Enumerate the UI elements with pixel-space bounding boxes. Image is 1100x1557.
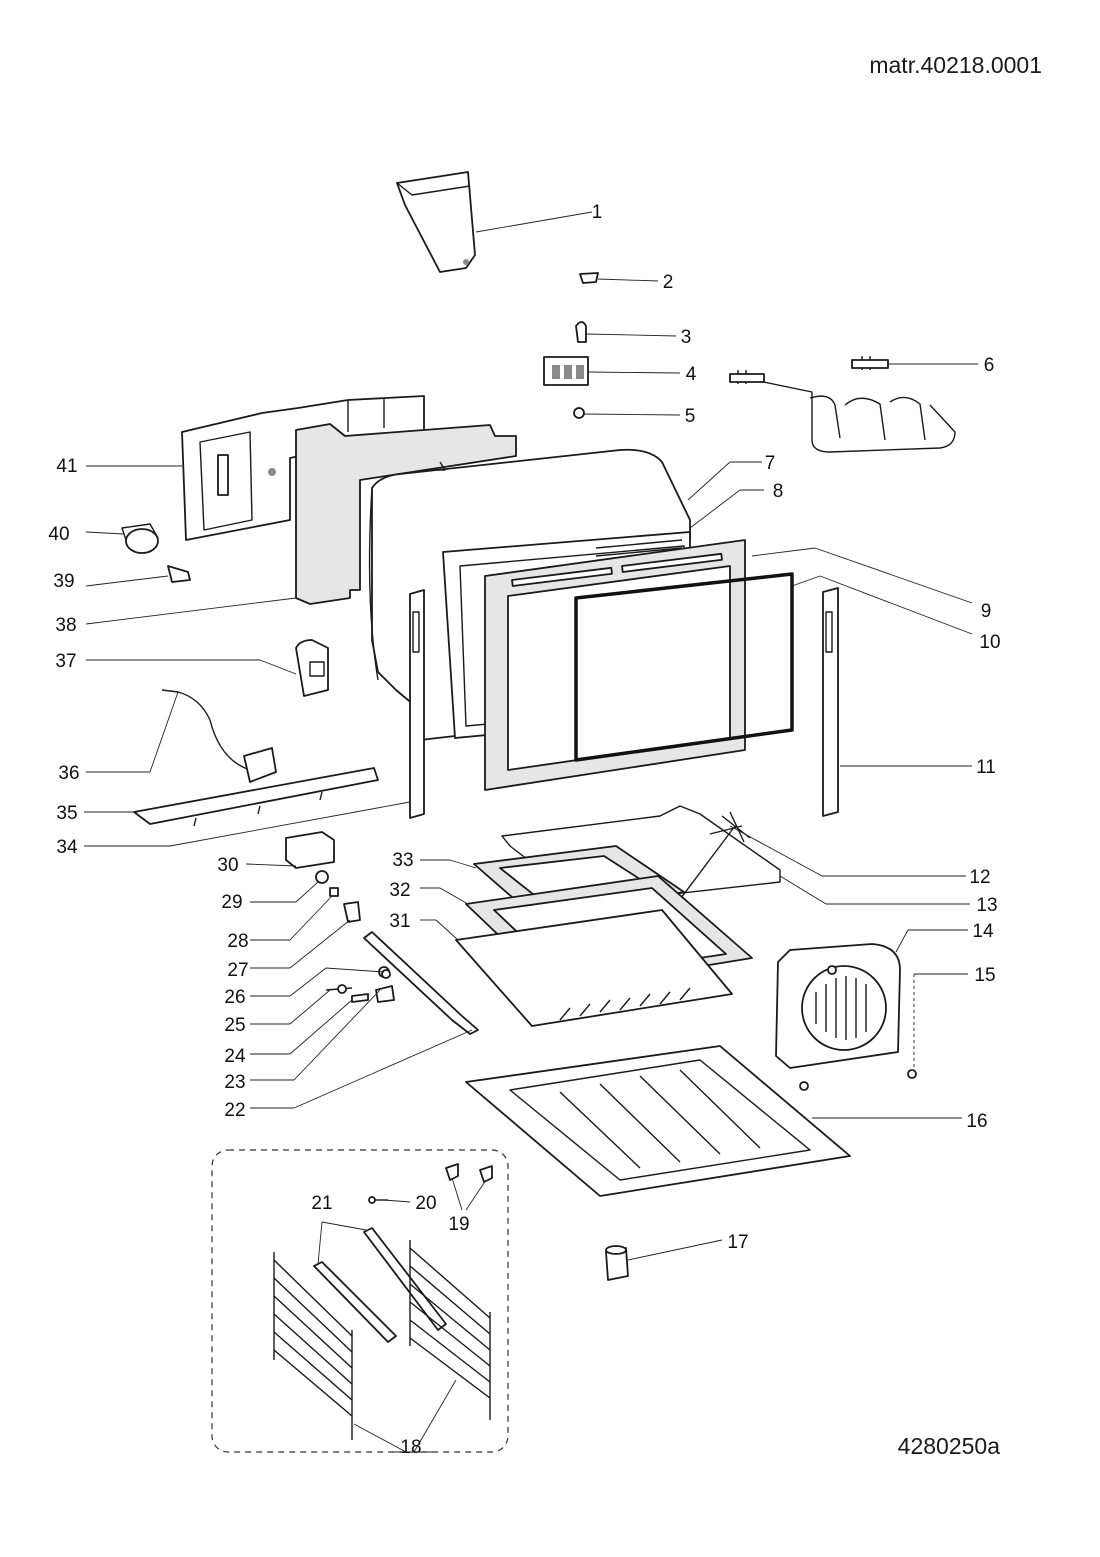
callout-40: 40 <box>48 524 69 545</box>
part-26-spark-plug <box>381 969 391 979</box>
callout-37: 37 <box>55 651 76 672</box>
part-40-thermostat <box>121 523 159 554</box>
part-9-door-frame <box>484 539 746 791</box>
callout-6: 6 <box>984 355 995 376</box>
callout-8: 8 <box>773 481 784 502</box>
part-22-burner <box>363 931 479 1035</box>
callout-30: 30 <box>217 855 238 876</box>
part-39-connector <box>167 565 191 583</box>
part-29-nut <box>315 870 329 884</box>
callout-39: 39 <box>53 571 74 592</box>
callout-17: 17 <box>727 1232 748 1253</box>
callout-10: 10 <box>979 632 1000 653</box>
callout-4: 4 <box>686 364 697 385</box>
callout-33: 33 <box>392 850 413 871</box>
callout-24: 24 <box>224 1046 246 1067</box>
part-38-insulation <box>295 423 517 605</box>
part-10-door-gasket <box>574 572 794 762</box>
part-28-nozzle <box>329 887 339 897</box>
part-23-bracket <box>375 985 395 1003</box>
part-15-screws <box>799 965 917 1091</box>
part-41-rear-panel <box>181 395 425 541</box>
part-3-lamp-holder <box>575 321 587 343</box>
callout-21: 21 <box>311 1193 332 1214</box>
material-reference: matr.40218.0001 <box>869 52 1042 78</box>
callout-20: 20 <box>415 1193 436 1214</box>
callout-12: 12 <box>969 867 990 888</box>
callout-9: 9 <box>981 601 992 622</box>
drawing-code: 4280250a <box>897 1433 1000 1459</box>
part-21-rails <box>313 1227 447 1343</box>
part-6-grill-element <box>729 356 956 453</box>
kit-group-box <box>211 1149 509 1453</box>
callout-15: 15 <box>974 965 995 986</box>
callout-13: 13 <box>976 895 997 916</box>
callout-19: 19 <box>448 1214 469 1235</box>
part-35-front-bar <box>133 767 379 827</box>
callout-22: 22 <box>224 1100 245 1121</box>
part-37-fan-motor <box>295 639 329 697</box>
callout-1: 1 <box>592 202 603 223</box>
part-24-pin <box>351 993 369 1003</box>
part-1-cooling-duct <box>396 171 476 273</box>
callout-38: 38 <box>55 615 76 636</box>
callout-34: 34 <box>56 837 78 858</box>
callout-7: 7 <box>765 453 776 474</box>
part-25-thermocouple <box>325 984 353 994</box>
callout-35: 35 <box>56 803 77 824</box>
callout-labels: 1 2 3 4 5 6 7 8 9 10 11 12 13 14 15 16 1… <box>48 202 1000 1458</box>
callout-27: 27 <box>227 960 248 981</box>
callout-29: 29 <box>221 892 242 913</box>
part-31-grid-tray <box>455 909 733 1027</box>
callout-26: 26 <box>224 987 245 1008</box>
leader-lines <box>84 211 978 1453</box>
part-2-clip <box>579 272 599 284</box>
callout-18: 18 <box>400 1437 421 1458</box>
callout-31: 31 <box>389 911 410 932</box>
part-30-bracket <box>285 831 335 869</box>
part-34-left-side-support <box>409 589 425 819</box>
part-11-right-side-support <box>822 587 839 817</box>
callout-3: 3 <box>681 327 692 348</box>
part-14-fan-cover <box>775 943 901 1069</box>
callout-41: 41 <box>56 456 77 477</box>
callout-28: 28 <box>227 931 248 952</box>
part-18-side-grids <box>273 1240 491 1440</box>
callout-23: 23 <box>224 1072 245 1093</box>
callout-16: 16 <box>966 1111 987 1132</box>
part-17-bushing <box>605 1245 629 1281</box>
part-19-plugs <box>445 1163 493 1183</box>
part-16-bottom-plate <box>465 1045 851 1197</box>
callout-2: 2 <box>663 272 674 293</box>
callout-11: 11 <box>976 757 996 778</box>
part-4-terminal-block <box>543 356 589 386</box>
part-5-lamp <box>573 407 585 419</box>
part-36-power-cord <box>161 689 277 783</box>
callout-5: 5 <box>685 406 696 427</box>
part-27-valve <box>343 901 361 923</box>
callout-25: 25 <box>224 1015 245 1036</box>
callout-14: 14 <box>972 921 994 942</box>
callout-32: 32 <box>389 880 410 901</box>
callout-36: 36 <box>58 763 79 784</box>
